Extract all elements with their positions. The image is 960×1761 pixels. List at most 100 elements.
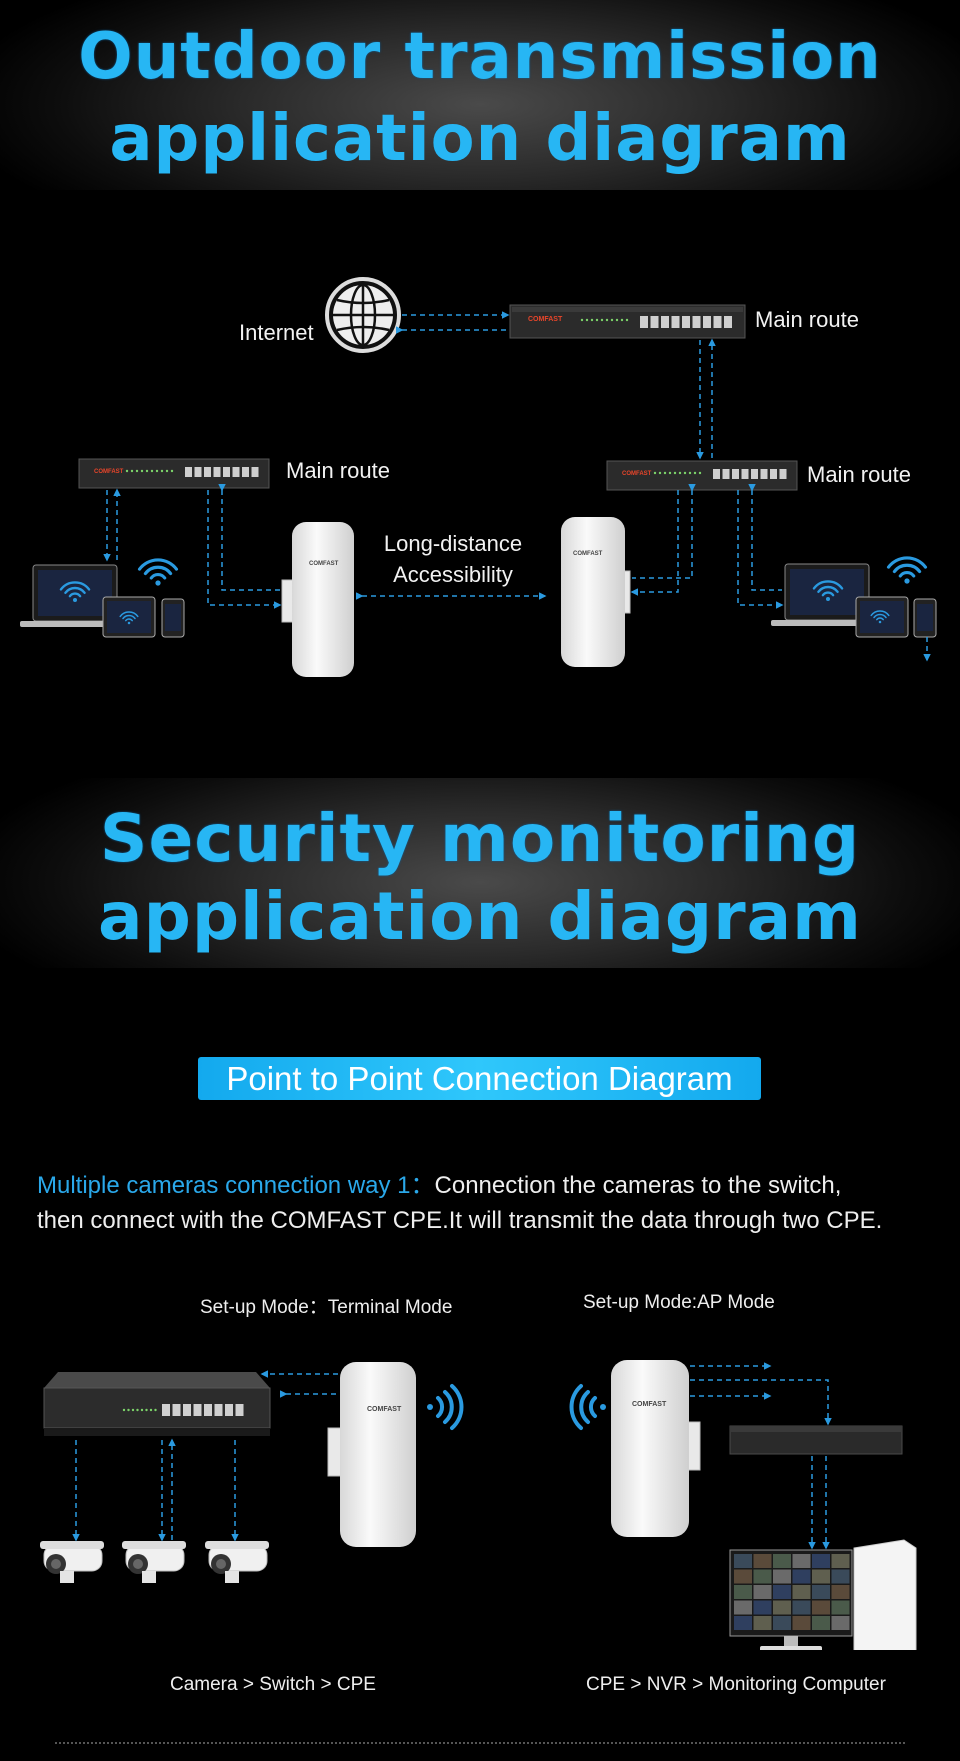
switch-port: [661, 316, 669, 328]
signal-icon-right: [569, 1384, 606, 1430]
switch-port: [172, 1404, 181, 1416]
switch-port: [193, 1404, 202, 1416]
switch-brand: COMFAST: [528, 316, 563, 323]
switch-led: [130, 469, 134, 473]
switch-led: [150, 469, 154, 473]
cpe-left: COMFAST: [281, 522, 354, 677]
monitor-tile: [792, 1616, 811, 1630]
switch-port: [770, 469, 777, 479]
description: Multiple cameras connection way 1：Connec…: [37, 1168, 937, 1238]
switch-led: [668, 471, 672, 475]
switch-led: [620, 318, 624, 322]
switch-port: [183, 1404, 191, 1416]
internet-label: Internet: [239, 320, 314, 345]
banner-outdoor: Outdoor transmission application diagram: [0, 0, 960, 190]
monitor-tile: [753, 1600, 772, 1615]
switch-port: [235, 1404, 244, 1416]
main-route-label-right: Main route: [807, 462, 911, 487]
monitor-tile: [753, 1569, 772, 1584]
switch-port: [242, 467, 249, 477]
switch-led: [140, 1408, 144, 1412]
description-text-2: then connect with the COMFAST CPE.It wil…: [37, 1207, 883, 1234]
link-label-line2: Accessibility: [393, 562, 513, 587]
description-highlight: Multiple cameras connection way 1：: [37, 1172, 435, 1199]
monitor-tile: [753, 1585, 772, 1599]
link-label-line1: Long-distance: [383, 531, 523, 556]
switch-port: [194, 467, 202, 477]
banner2-title-line2: application diagram: [98, 878, 862, 955]
monitor-tile: [812, 1569, 830, 1584]
poe-switch: [43, 1372, 271, 1436]
monitor-tile: [773, 1554, 791, 1568]
switch-led: [595, 318, 599, 322]
main-route-label-top: Main route: [755, 307, 859, 332]
monitor-tile: [773, 1585, 791, 1599]
monitor-tile: [773, 1600, 791, 1615]
switch-led: [663, 471, 667, 475]
switch-led: [600, 318, 604, 322]
right-mode-label: Set-up Mode:AP Mode: [583, 1292, 775, 1313]
monitor-tile: [831, 1569, 850, 1584]
switch-port: [713, 469, 720, 479]
switch-port: [713, 316, 722, 328]
switch-port: [724, 316, 732, 328]
monitor-tile: [734, 1600, 752, 1615]
monitor-tile: [792, 1569, 811, 1584]
svg-text:COMFAST: COMFAST: [309, 561, 339, 567]
switch-port: [671, 316, 680, 328]
left-mode-label: Set-up Mode：Terminal Mode: [200, 1297, 453, 1318]
switch-led: [688, 471, 692, 475]
switch-port: [162, 1404, 170, 1416]
switch-led: [165, 469, 169, 473]
cpe-ap: COMFAST: [611, 1360, 701, 1537]
switch-port: [225, 1404, 233, 1416]
security-diagram: COMFAST COMFAST: [40, 1360, 917, 1650]
switch-led: [673, 471, 677, 475]
monitor-tile: [812, 1600, 830, 1615]
monitor-tile: [812, 1616, 830, 1630]
monitor-tile: [734, 1569, 752, 1584]
description-text-1: Connection the cameras to the switch,: [434, 1172, 842, 1199]
svg-text:COMFAST: COMFAST: [632, 1401, 667, 1408]
switch-led: [590, 318, 594, 322]
switch-led: [155, 469, 159, 473]
monitor-tile: [773, 1616, 791, 1630]
switch-port: [232, 467, 240, 477]
svg-text:COMFAST: COMFAST: [367, 1406, 402, 1413]
switch-led: [170, 469, 174, 473]
monitor-tile: [792, 1585, 811, 1599]
security-connection-lines: [72, 1362, 832, 1550]
switch-port: [779, 469, 787, 479]
switch-led: [145, 469, 149, 473]
switch-port: [251, 467, 259, 477]
monitor-tile: [734, 1585, 752, 1599]
wifi-icon: [59, 581, 91, 602]
signal-icon-left: [427, 1384, 464, 1430]
switch-port: [185, 467, 192, 477]
switch-led: [125, 469, 129, 473]
svg-text:COMFAST: COMFAST: [94, 469, 124, 475]
switch-port: [722, 469, 730, 479]
switch-led: [131, 1408, 135, 1412]
switch-port: [640, 316, 648, 328]
switch-port: [223, 467, 230, 477]
main-route-label-left: Main route: [286, 458, 390, 483]
switch-led: [610, 318, 614, 322]
switch-led: [127, 1408, 130, 1412]
monitor-tile: [831, 1616, 850, 1630]
svg-text:COMFAST: COMFAST: [622, 471, 652, 477]
switch-port: [741, 469, 749, 479]
switch-led: [693, 471, 697, 475]
monitor-tile: [734, 1554, 752, 1568]
wifi-icon: [137, 558, 179, 586]
switch-led: [140, 469, 144, 473]
switch-port: [214, 1404, 223, 1416]
switch-port: [760, 469, 768, 479]
globe-icon: [325, 277, 401, 353]
cpe-terminal: COMFAST: [327, 1362, 416, 1547]
monitor-tile: [792, 1600, 811, 1615]
camera-icon: [122, 1541, 186, 1583]
right-chain-label: CPE > NVR > Monitoring Computer: [586, 1674, 886, 1695]
monitor-tile: [773, 1569, 791, 1584]
banner-security: Security monitoring application diagram: [0, 778, 960, 968]
